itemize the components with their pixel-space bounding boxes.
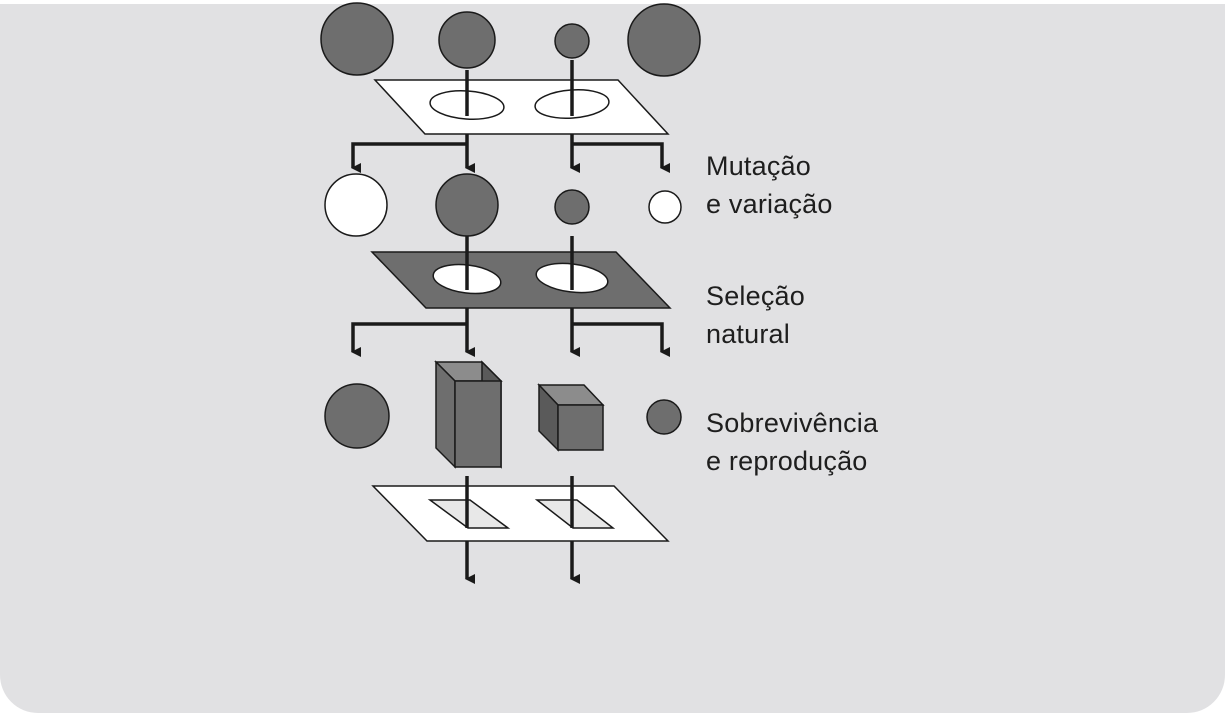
- selection-label-line-2: natural: [706, 319, 790, 349]
- filter-plate-3: [371, 485, 670, 542]
- varied-circle-2: [435, 173, 499, 237]
- mutation-label: Mutação e variação: [706, 147, 833, 223]
- varied-circle-4: [648, 190, 682, 224]
- arrows-stage-1: [351, 60, 670, 173]
- selection-label-line-1: Seleção: [706, 281, 805, 311]
- mutation-label-line-2: e variação: [706, 189, 833, 219]
- filter-plate-1: [373, 79, 670, 135]
- filter-3-hole-2: [534, 499, 616, 529]
- filter-3-hole-1: [427, 499, 511, 529]
- mutation-label-line-1: Mutação: [706, 151, 811, 181]
- survivor-circle-1: [324, 383, 390, 449]
- initial-circle-2: [438, 11, 496, 69]
- selection-label: Seleção natural: [706, 277, 805, 353]
- arrows-stage-3: [465, 476, 580, 584]
- survivor-cube: [537, 383, 605, 452]
- top-edge: [0, 0, 1225, 4]
- initial-circle-4: [627, 3, 701, 77]
- initial-circle-1: [320, 2, 394, 76]
- initial-population: [320, 2, 701, 77]
- initial-circle-3: [554, 23, 590, 59]
- survival-label-line-2: e reprodução: [706, 446, 868, 476]
- filter-plate-2: [370, 251, 672, 309]
- survival-label: Sobrevivência e reprodução: [706, 404, 878, 480]
- arrows-stage-2: [351, 236, 670, 357]
- survivor-circle-2: [646, 399, 682, 435]
- varied-population: [324, 173, 682, 237]
- survivor-population: [324, 360, 682, 469]
- varied-circle-1: [324, 173, 388, 237]
- varied-circle-3: [554, 189, 590, 225]
- survivor-tall-box: [434, 360, 503, 469]
- survival-label-line-1: Sobrevivência: [706, 408, 879, 438]
